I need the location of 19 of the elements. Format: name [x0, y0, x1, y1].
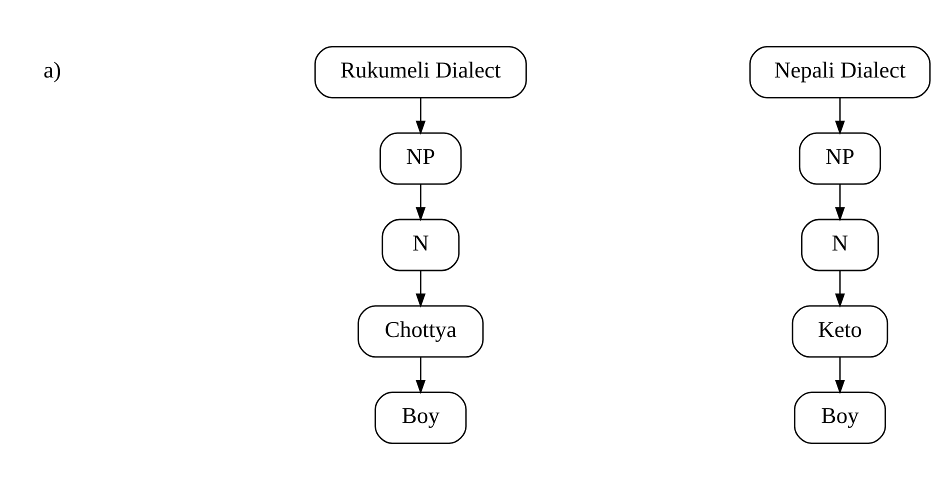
- node-box: Chottya: [358, 305, 484, 358]
- arrow: [416, 98, 426, 135]
- label: a): [44, 58, 62, 83]
- node-box: NP: [798, 132, 882, 185]
- arrow: [835, 98, 845, 135]
- node-box: N: [382, 218, 460, 272]
- node-box: Boy: [794, 392, 886, 444]
- arrow: [416, 270, 426, 308]
- arrow: [835, 270, 845, 308]
- node-box: Keto: [792, 305, 888, 358]
- arrow: [416, 357, 426, 394]
- node-box: NP: [380, 132, 462, 185]
- node-box: Nepali Dialect: [749, 46, 931, 98]
- arrow: [835, 357, 845, 394]
- node-box: Boy: [374, 392, 467, 444]
- node-box: Rukumeli Dialect: [314, 46, 527, 98]
- arrow: [835, 184, 845, 222]
- arrow: [416, 184, 426, 222]
- node-box: N: [801, 218, 879, 272]
